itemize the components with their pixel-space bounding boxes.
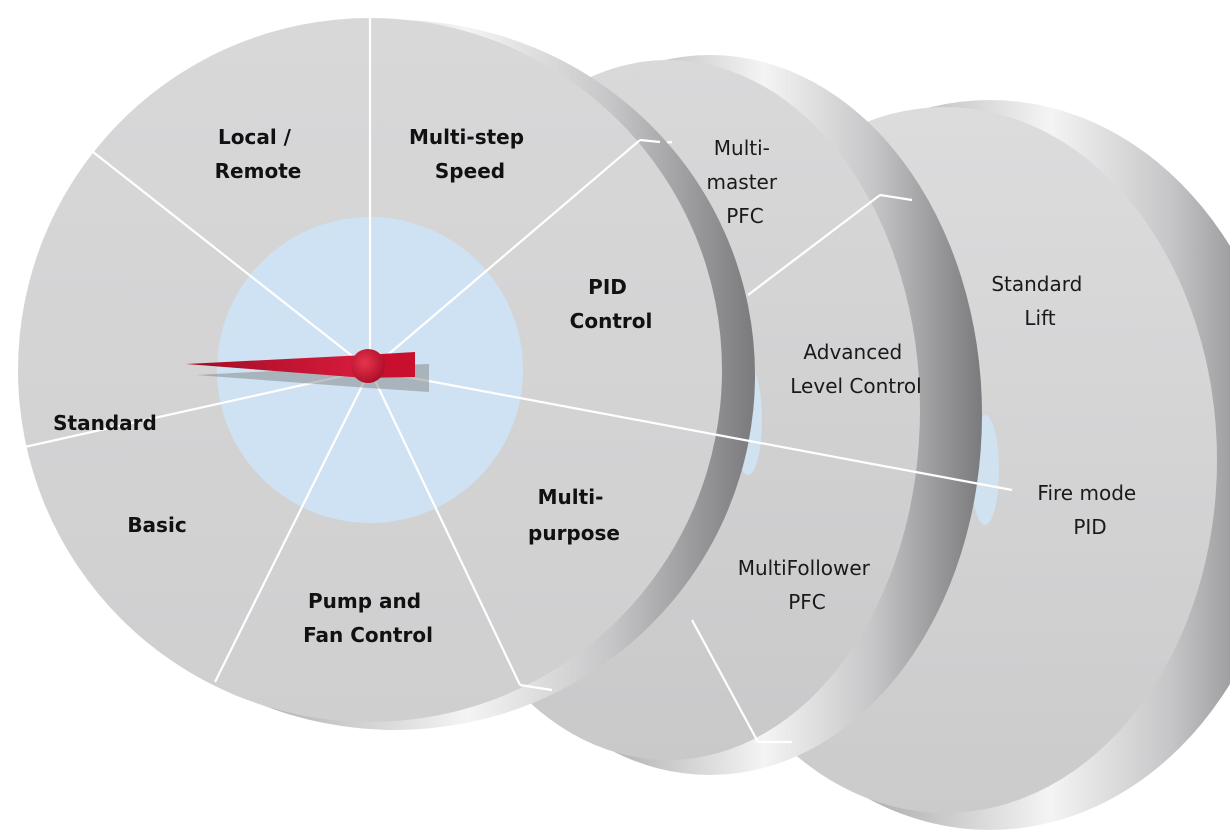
selector-needle: [186, 349, 429, 392]
front-divider-5: [19, 368, 371, 450]
front-divider-4: [639, 138, 661, 144]
segment-label-pump-fan-control: Pump and Fan Control: [303, 589, 433, 647]
front-divider-2: [87, 147, 371, 371]
segment-label-multi-purpose: Multi- purpose: [528, 485, 620, 545]
front-divider-7: [369, 369, 521, 686]
needle-cap: [351, 349, 385, 383]
segment-label-standard-lift: Standard Lift: [991, 272, 1088, 330]
segment-label-multi-master-pfc: Multi- master PFC: [707, 136, 784, 228]
middle-divider-4: [691, 619, 759, 743]
segment-label-fire-mode-pid: Fire mode PID: [1037, 481, 1142, 539]
middle-divider-2: [747, 194, 881, 296]
front-divider-8: [519, 683, 553, 692]
segment-label-pid-control: PID Control: [570, 275, 653, 333]
segment-label-advanced-level-control: Advanced Level Control: [790, 340, 921, 398]
needle-pointer: [186, 355, 365, 378]
segment-label-multi-step-speed: Multi-step Speed: [409, 125, 531, 183]
segment-label-standard: Standard: [53, 411, 157, 435]
front-divider-6: [214, 369, 371, 683]
middle-divider-3: [879, 193, 913, 202]
segment-label-local-remote: Local / Remote: [215, 125, 302, 183]
front-divider-9: [369, 368, 1013, 492]
segment-label-multifollower-pfc: MultiFollower PFC: [738, 556, 877, 614]
segment-label-basic: Basic: [127, 513, 186, 537]
front-divider-3: [369, 139, 641, 371]
